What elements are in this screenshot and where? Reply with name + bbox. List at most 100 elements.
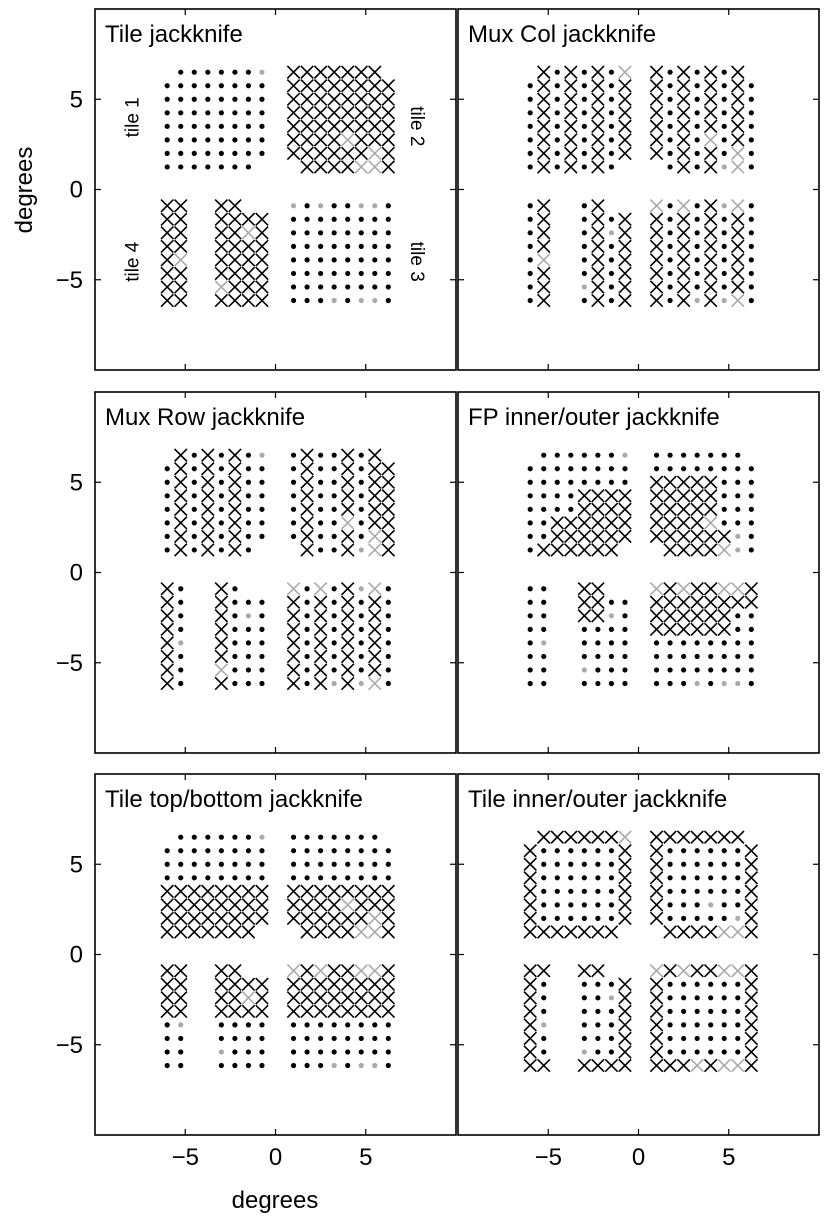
dot-marker: [164, 533, 170, 540]
cross-marker: [744, 871, 759, 885]
dot-marker: [232, 667, 238, 673]
dot-marker: [694, 981, 700, 987]
dot-marker: [748, 613, 754, 619]
cross-marker: [649, 516, 664, 530]
cross-marker: [340, 991, 355, 1005]
cross-marker: [663, 609, 677, 623]
cross-marker: [381, 133, 396, 147]
dot-marker: [554, 123, 560, 129]
dot-marker: [290, 848, 297, 854]
dot-marker: [608, 257, 615, 263]
dot-marker: [178, 96, 184, 102]
cross-marker: [201, 925, 215, 939]
dot-marker: [608, 83, 615, 89]
cross-marker: [214, 676, 229, 691]
dot-marker: [164, 506, 170, 512]
dot-marker: [318, 216, 324, 222]
cross-marker: [286, 977, 301, 992]
cross-marker: [564, 146, 578, 161]
dot-marker: [581, 150, 587, 156]
cross-marker: [618, 1031, 632, 1046]
cross-marker: [649, 106, 664, 120]
dot-marker: [721, 466, 727, 472]
dot-marker: [318, 466, 324, 472]
cross-marker: [591, 280, 605, 294]
cross-marker: [564, 65, 578, 79]
cross-marker: [381, 502, 396, 517]
cross-marker: [228, 516, 242, 530]
cross-marker: [564, 160, 578, 174]
cross-marker: [523, 963, 537, 978]
dot-marker: [694, 640, 700, 646]
dot-marker: [318, 284, 324, 290]
dot-marker: [259, 640, 265, 646]
dot-marker: [595, 653, 601, 660]
cross-marker: [286, 595, 301, 610]
cross-marker: [228, 963, 242, 978]
dot-marker: [304, 284, 310, 290]
dot-marker: [358, 452, 364, 458]
dot-marker: [178, 613, 184, 619]
cross-marker: [703, 1058, 718, 1073]
dot-marker: [694, 270, 700, 277]
dot-marker: [694, 667, 700, 673]
cross-marker: [564, 925, 578, 939]
cross-marker: [618, 529, 632, 544]
dot-marker: [164, 493, 170, 499]
cross-marker: [591, 293, 605, 308]
cross-marker: [313, 963, 328, 978]
dot-marker: [259, 137, 265, 143]
cross-marker: [731, 581, 745, 596]
dot-marker: [191, 452, 197, 458]
dot-marker: [708, 1022, 714, 1028]
cross-marker: [173, 963, 188, 978]
dot-marker: [667, 861, 673, 867]
cross-marker: [300, 502, 314, 517]
dot-marker: [178, 137, 184, 143]
cross-marker: [591, 581, 605, 596]
cross-marker: [717, 622, 732, 637]
cross-marker: [255, 226, 269, 240]
dot-marker: [232, 164, 238, 170]
cross-marker: [241, 226, 256, 240]
x-tick-label: 5: [359, 1144, 372, 1171]
cross-marker: [731, 92, 745, 107]
cross-marker: [286, 133, 301, 147]
dot-marker: [345, 216, 351, 222]
cross-marker: [744, 911, 759, 926]
dot-marker: [178, 626, 184, 632]
cross-marker: [731, 226, 745, 240]
dot-marker: [191, 520, 197, 526]
cross-marker: [286, 898, 301, 912]
cross-marker: [676, 226, 691, 240]
cross-marker: [744, 1045, 759, 1059]
cross-marker: [214, 911, 229, 926]
dot-marker: [608, 613, 615, 619]
dot-marker: [358, 203, 364, 209]
cross-marker: [340, 581, 355, 596]
dot-marker: [178, 69, 184, 75]
cross-marker: [201, 448, 215, 462]
dot-marker: [358, 680, 364, 687]
dot-marker: [694, 848, 700, 854]
dot-marker: [581, 1022, 587, 1028]
cross-marker: [255, 280, 269, 294]
dot-marker: [748, 150, 754, 156]
dot-marker: [331, 203, 337, 209]
dot-marker: [331, 599, 337, 605]
dot-marker: [304, 586, 310, 592]
dot-marker: [541, 613, 547, 619]
dot-marker: [554, 137, 560, 143]
cross-marker: [173, 212, 188, 227]
cross-marker: [201, 502, 215, 517]
cross-marker: [591, 543, 605, 557]
dot-marker: [595, 902, 601, 908]
dot-marker: [667, 110, 673, 116]
dot-marker: [178, 164, 184, 170]
cross-marker: [160, 293, 174, 308]
dot-marker: [708, 981, 714, 987]
cross-marker: [214, 884, 229, 899]
cross-marker: [313, 92, 328, 107]
cross-marker: [214, 649, 229, 664]
dot-marker: [178, 640, 184, 646]
